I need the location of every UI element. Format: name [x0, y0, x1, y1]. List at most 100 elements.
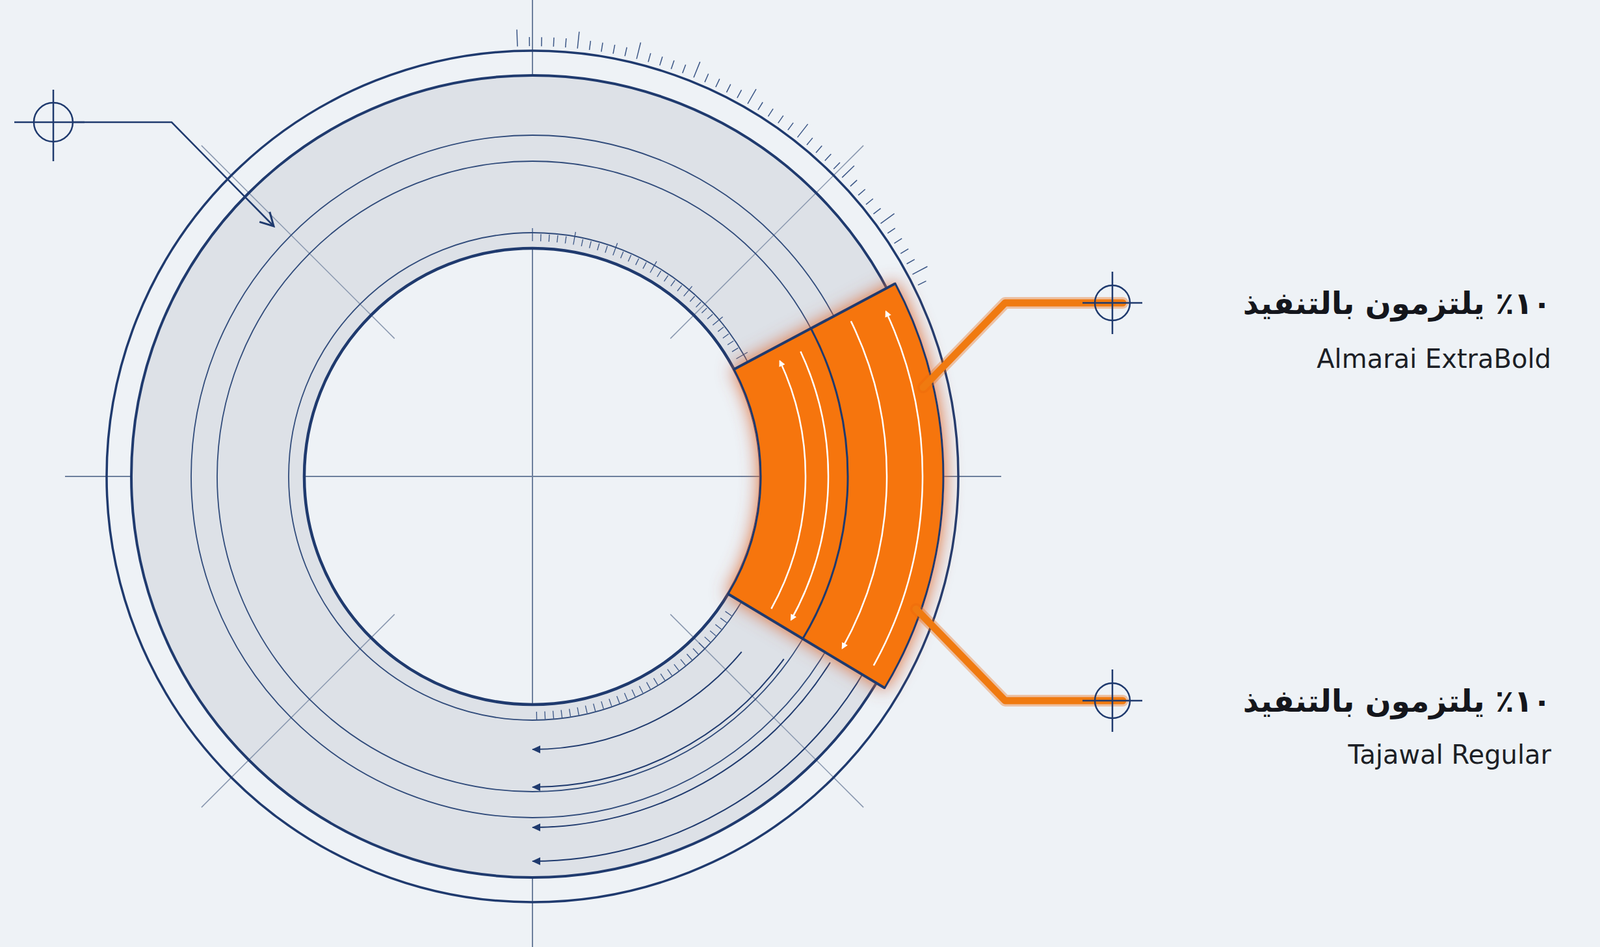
segment-divider: [802, 328, 848, 639]
tick-mark: [624, 47, 627, 57]
tick-mark: [906, 259, 915, 264]
ring-circle: [288, 232, 777, 721]
tick-mark: [825, 154, 832, 161]
flow-arrow: [532, 652, 742, 750]
tick-mark: [725, 611, 733, 617]
tick-mark: [540, 234, 542, 242]
tick-mark: [540, 37, 543, 47]
tick-mark: [737, 89, 742, 98]
tick-mark: [747, 89, 757, 105]
tick-mark: [887, 228, 896, 234]
tick-mark: [609, 698, 612, 707]
tick-mark: [918, 280, 927, 285]
guide-line: [670, 145, 864, 339]
tick-mark: [639, 686, 643, 694]
percent-label: ١٠٪ يلتزمون بالتنفيذ: [1243, 683, 1552, 720]
tick-mark: [657, 271, 662, 277]
tick-mark: [631, 689, 636, 697]
tick-mark: [663, 275, 668, 282]
tick-mark: [727, 340, 734, 345]
tick-mark: [850, 180, 857, 186]
tick-mark: [670, 280, 675, 287]
tick-mark: [601, 42, 603, 53]
guide-line: [201, 145, 395, 339]
tick-mark: [564, 236, 567, 244]
tick-mark: [701, 308, 707, 314]
tick-mark: [707, 314, 713, 319]
tick-mark: [516, 29, 518, 47]
tick-mark: [553, 711, 554, 720]
highlight-segment: [728, 283, 944, 688]
tick-mark: [806, 137, 813, 145]
tick-mark: [677, 285, 682, 292]
tick-mark: [660, 674, 666, 681]
tick-mark: [585, 706, 588, 714]
tick-mark: [620, 251, 624, 259]
tick-mark: [565, 38, 567, 48]
tick-mark: [605, 245, 608, 253]
tick-mark: [758, 102, 763, 110]
tick-mark: [815, 145, 822, 153]
flow-arrow: [842, 321, 887, 649]
tick-mark: [674, 664, 679, 671]
tick-mark: [720, 618, 727, 623]
font-name: Almarai ExtraBold: [1316, 343, 1552, 374]
leader-lines: [14, 89, 1143, 733]
tick-mark: [717, 327, 724, 332]
tick-mark: [689, 296, 695, 302]
tick-mark: [624, 693, 628, 701]
tick-mark: [613, 243, 618, 256]
tick-mark: [635, 258, 640, 266]
ring-circle: [106, 50, 959, 903]
tick-mark: [722, 334, 729, 339]
tick-mark: [646, 682, 651, 690]
tick-mark: [569, 709, 571, 718]
tick-mark: [715, 624, 722, 630]
tick-mark: [912, 266, 928, 275]
tick-mark: [613, 44, 616, 54]
tick-mark: [787, 122, 794, 131]
tick-mark: [589, 40, 591, 51]
tick-mark: [715, 78, 720, 88]
flow-arrow: [771, 361, 806, 610]
percent-label: ١٠٪ يلتزمون بالتنفيذ: [1243, 285, 1552, 322]
tick-mark: [797, 124, 809, 138]
tick-mark: [544, 711, 546, 720]
tick-mark: [709, 630, 716, 636]
tick-mark: [858, 189, 866, 196]
tick-mark: [642, 262, 647, 270]
tick-mark: [557, 235, 558, 243]
tick-mark: [573, 232, 576, 246]
tick-mark: [833, 162, 840, 170]
tick-mark: [577, 707, 579, 716]
tick-mark: [841, 165, 855, 178]
flow-arrow: [791, 351, 829, 621]
tick-mark: [693, 648, 699, 655]
tick-mark: [648, 53, 651, 62]
tick-mark: [581, 239, 583, 247]
tick-mark: [529, 37, 531, 47]
tick-mark: [778, 115, 784, 123]
tick-mark: [593, 704, 596, 712]
tick-mark: [616, 696, 620, 704]
tick-mark: [589, 241, 592, 249]
tick-mark: [561, 709, 562, 718]
guide-line: [201, 614, 395, 808]
tick-mark: [636, 42, 641, 59]
segment-edge: [734, 283, 896, 370]
tick-mark: [704, 74, 709, 83]
tick-mark: [693, 61, 701, 78]
tick-mark: [767, 108, 774, 117]
tick-mark: [601, 701, 604, 709]
tick-mark: [659, 56, 663, 66]
flow-arrow: [532, 662, 831, 828]
tick-mark: [726, 84, 731, 93]
ring-circle: [304, 248, 761, 705]
tick-mark: [900, 249, 909, 254]
tick-mark: [548, 234, 551, 242]
tick-mark: [704, 637, 711, 643]
tick-mark: [865, 198, 874, 205]
tick-mark: [597, 243, 600, 251]
tick-mark: [670, 60, 675, 69]
